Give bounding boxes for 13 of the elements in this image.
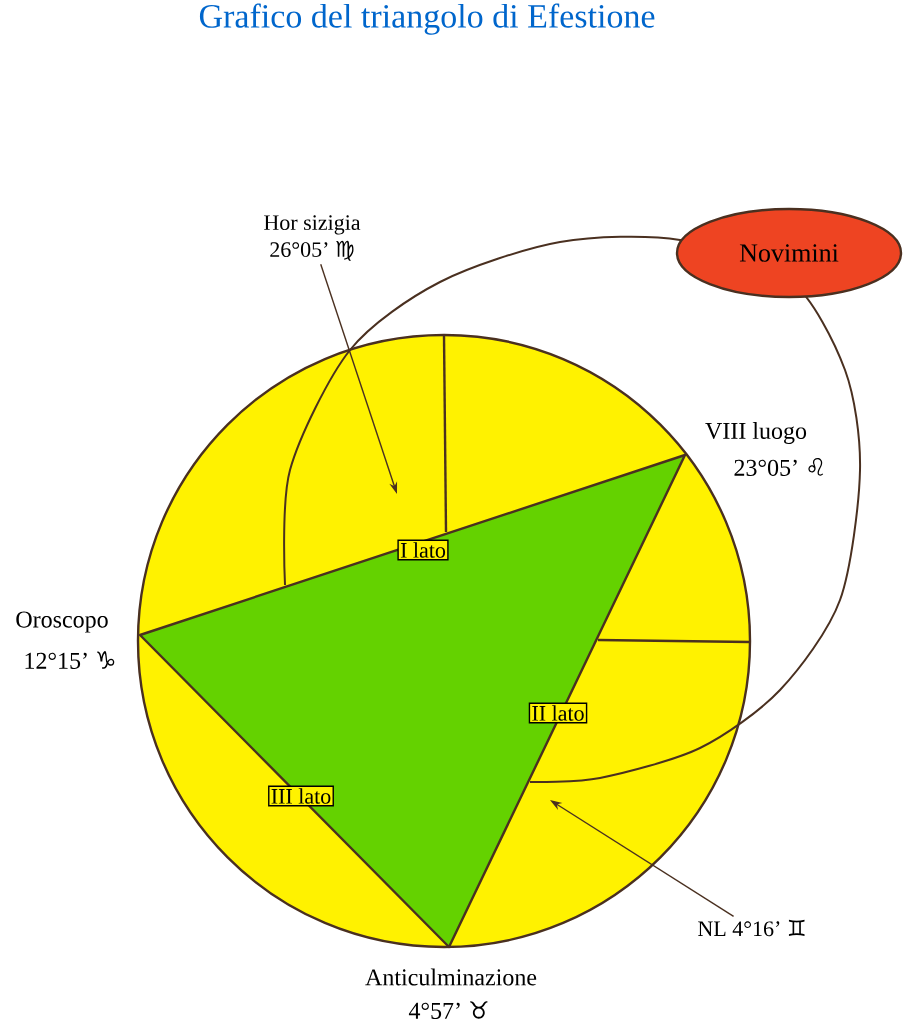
vertex-label: Anticulminazione: [365, 968, 537, 986]
title: Grafico del triangolo di Efestione: [199, 3, 655, 35]
side-label: III lato: [268, 785, 334, 807]
side-label: II lato: [528, 702, 588, 724]
vertex-label: Oroscopo: [16, 611, 108, 633]
vertex-label: 4°57’ ♉: [408, 1001, 488, 1019]
oval-node: Novimini: [675, 207, 903, 299]
vertex-label: 12°15’ ♑: [25, 651, 115, 669]
annotation-text: Hor sizigia 26°05’ ♍: [264, 215, 361, 261]
side-label: I lato: [397, 539, 449, 561]
vertex-label: 23°05’ ♌: [734, 458, 824, 476]
annotation-text: NL 4°16’ ♊: [698, 919, 805, 937]
vertex-label: VIII luogo: [705, 422, 807, 444]
